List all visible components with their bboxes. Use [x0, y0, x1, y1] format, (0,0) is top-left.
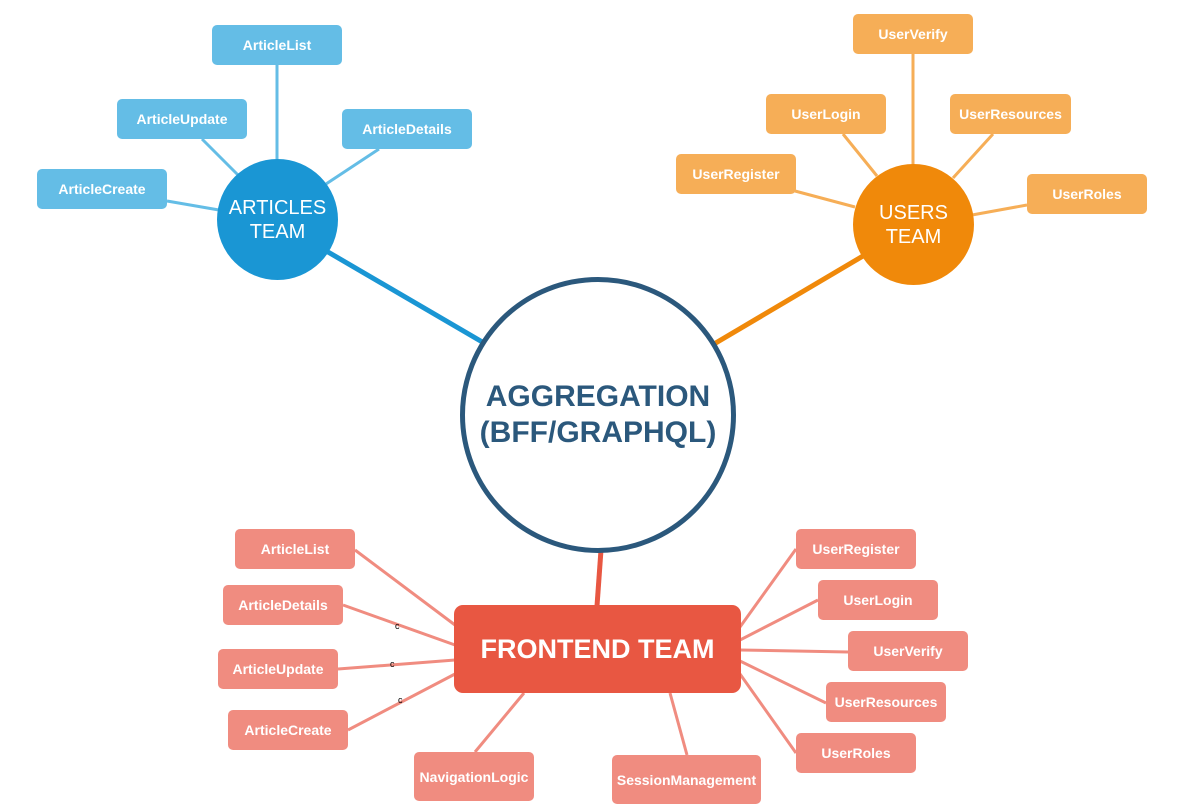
- users-team-hub: USERS TEAM: [853, 164, 974, 285]
- link-articles-to-center: [326, 249, 486, 346]
- articles-hub-line1: ARTICLES: [228, 196, 327, 219]
- spoke-users-login: [841, 133, 879, 177]
- frontend-node-user-login[interactable]: UserLogin: [818, 580, 938, 620]
- frontend-node-article-list[interactable]: ArticleList: [235, 529, 355, 569]
- frontend-node-user-resources[interactable]: UserResources: [826, 682, 946, 722]
- spoke-frontend-user-resources: [739, 659, 827, 705]
- frontend-node-user-roles[interactable]: UserRoles: [796, 733, 916, 773]
- aggregation-label-line1: AGGREGATION: [485, 380, 711, 413]
- frontend-node-user-verify[interactable]: UserVerify: [848, 631, 968, 671]
- users-node-resources[interactable]: UserResources: [950, 94, 1071, 134]
- edge-mark-article-details: c: [395, 621, 400, 631]
- spoke-frontend-article-list: [354, 548, 456, 627]
- articles-node-create[interactable]: ArticleCreate: [37, 169, 167, 209]
- spoke-users-register: [794, 189, 856, 209]
- edge-mark-article-create: c: [398, 695, 403, 705]
- spoke-users-roles: [971, 203, 1028, 217]
- spoke-frontend-user-verify: [739, 648, 849, 654]
- users-node-login[interactable]: UserLogin: [766, 94, 886, 134]
- users-node-register[interactable]: UserRegister: [676, 154, 796, 194]
- spoke-frontend-user-register: [738, 548, 798, 628]
- spoke-articles-details: [325, 147, 380, 186]
- spoke-users-resources: [951, 132, 995, 180]
- articles-node-details[interactable]: ArticleDetails: [342, 109, 472, 149]
- edge-mark-article-update: c: [390, 659, 395, 669]
- frontend-node-article-create[interactable]: ArticleCreate: [228, 710, 348, 750]
- users-node-verify[interactable]: UserVerify: [853, 14, 973, 54]
- spoke-frontend-user-roles: [738, 673, 798, 754]
- spoke-frontend-session: [668, 692, 689, 756]
- users-node-roles[interactable]: UserRoles: [1027, 174, 1147, 214]
- frontend-node-user-register[interactable]: UserRegister: [796, 529, 916, 569]
- link-users-to-center: [712, 253, 865, 347]
- frontend-node-article-update[interactable]: ArticleUpdate: [218, 649, 338, 689]
- spoke-frontend-article-details: [342, 603, 456, 647]
- aggregation-label: AGGREGATION (BFF/GRAPHQL): [480, 379, 717, 451]
- spoke-frontend-article-create: [347, 672, 456, 732]
- spoke-frontend-user-login: [739, 598, 819, 642]
- spoke-articles-create: [166, 199, 220, 212]
- articles-team-hub: ARTICLES TEAM: [217, 159, 338, 280]
- users-hub-line2: TEAM: [885, 225, 942, 248]
- frontend-node-navigation-logic[interactable]: NavigationLogic: [414, 752, 534, 801]
- spoke-frontend-article-update: [337, 658, 456, 671]
- articles-node-list[interactable]: ArticleList: [212, 25, 342, 65]
- spoke-frontend-navigation: [473, 692, 526, 753]
- aggregation-center-node: AGGREGATION (BFF/GRAPHQL): [460, 277, 736, 553]
- users-hub-line1: USERS: [879, 201, 948, 224]
- articles-node-update[interactable]: ArticleUpdate: [117, 99, 247, 139]
- link-frontend-to-center: [594, 549, 604, 607]
- articles-hub-line2: TEAM: [249, 220, 306, 243]
- frontend-team-hub: FRONTEND TEAM: [454, 605, 741, 693]
- spoke-articles-update: [200, 137, 241, 178]
- frontend-node-article-details[interactable]: ArticleDetails: [223, 585, 343, 625]
- aggregation-label-line2: (BFF/GRAPHQL): [479, 416, 717, 449]
- frontend-node-session-management[interactable]: SessionManagement: [612, 755, 761, 804]
